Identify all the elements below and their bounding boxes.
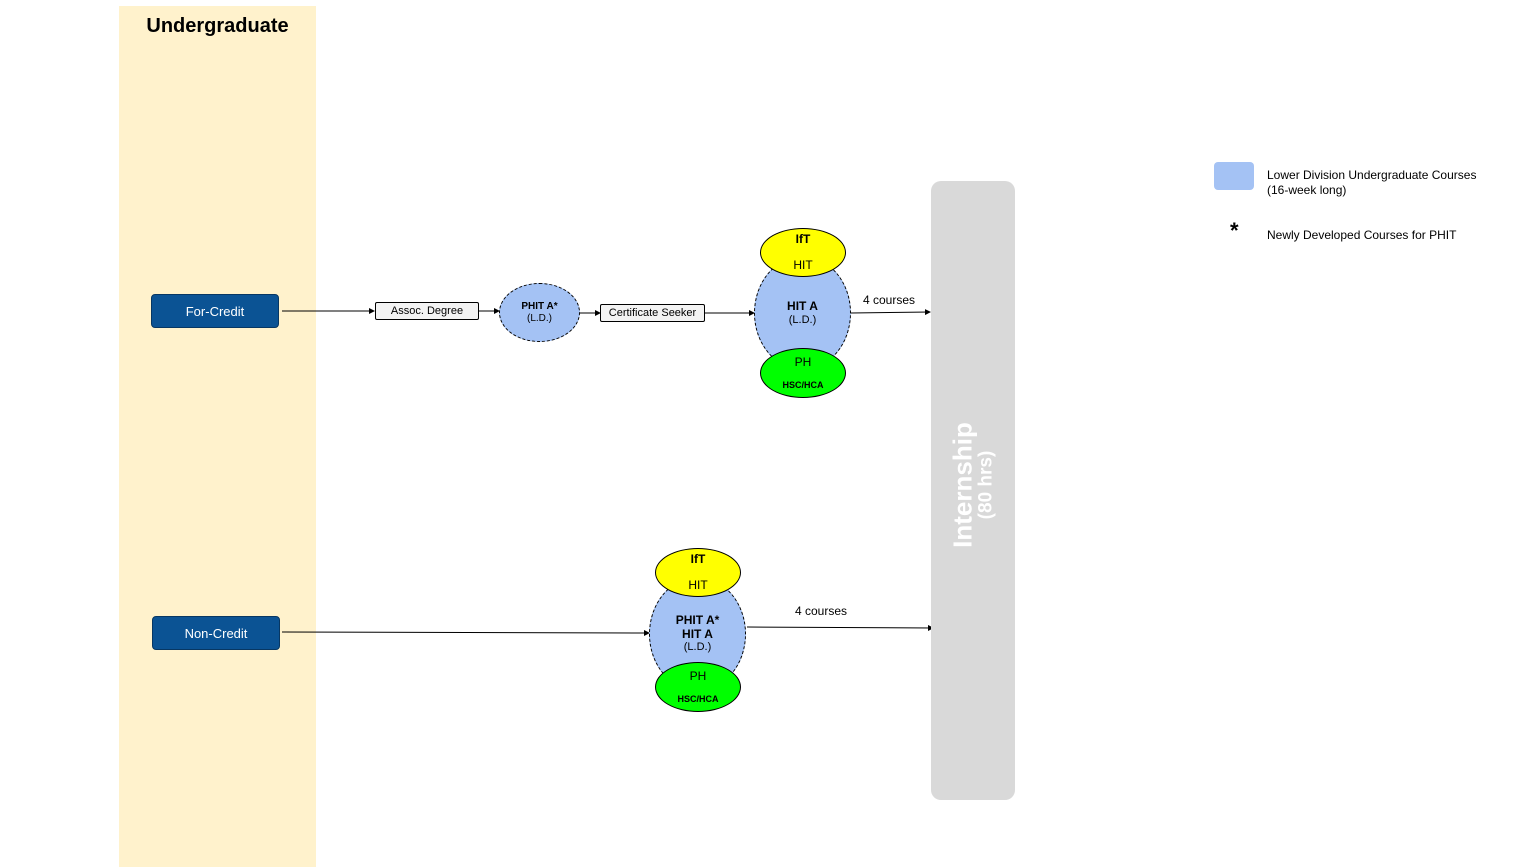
assoc-degree-box: Assoc. Degree [375,302,479,320]
legend-new-courses-text: Newly Developed Courses for PHIT [1267,228,1457,242]
certificate-seeker-box: Certificate Seeker [600,304,705,322]
hit-a-title: HIT A [787,298,818,313]
nc-hit-label: HIT [688,577,708,592]
nc-hsc-hca-label: HSC/HCA [677,693,719,704]
hit-label: HIT [793,257,813,272]
ift-label: IfT [795,231,811,246]
lane-title: Undergraduate [146,15,289,37]
legend-lower-division-line1: Lower Division Undergraduate Courses [1267,168,1477,182]
nc-phit-a-title: PHIT A* [675,612,720,627]
ph-label: PH [794,354,812,369]
nc-hit-a-title: HIT A [682,626,713,641]
hsc-hca-label: HSC/HCA [782,379,824,390]
non-credit-courses-label: 4 courses [795,604,848,618]
internship-bar [931,181,1015,800]
internship-hours: (80 hrs) [975,450,997,520]
phit-a-ellipse: PHIT A* (L.D.) [499,283,580,342]
undergraduate-lane [119,6,316,867]
nc-ift-label: IfT [690,551,706,566]
for-credit-courses-label: 4 courses [863,293,916,307]
nc-ph-hsc-ellipse: PH HSC/HCA [655,662,741,712]
ph-hsc-ellipse: PH HSC/HCA [760,348,846,398]
non-credit-button[interactable]: Non-Credit [152,616,280,650]
phit-a-title: PHIT A* [521,301,558,312]
nc-sub: (L.D.) [683,641,712,654]
for-credit-button[interactable]: For-Credit [151,294,279,328]
legend-star-icon: * [1230,218,1239,243]
hit-a-sub: (L.D.) [788,313,817,326]
ift-hit-ellipse: IfT HIT [760,228,846,277]
arrow-cluster-to-internship [746,624,934,631]
arrow-hita-to-internship [850,309,931,316]
arrow-noncredit-to-cluster [281,629,650,636]
nc-ph-label: PH [689,668,707,683]
internship-title: Internship [947,422,978,548]
legend-lower-division-swatch [1214,162,1254,190]
phit-a-sub: (L.D.) [527,312,552,324]
nc-ift-hit-ellipse: IfT HIT [655,548,741,597]
legend-lower-division-text: Lower Division Undergraduate Courses (16… [1267,168,1476,198]
legend-lower-division-line2: (16-week long) [1267,183,1347,197]
